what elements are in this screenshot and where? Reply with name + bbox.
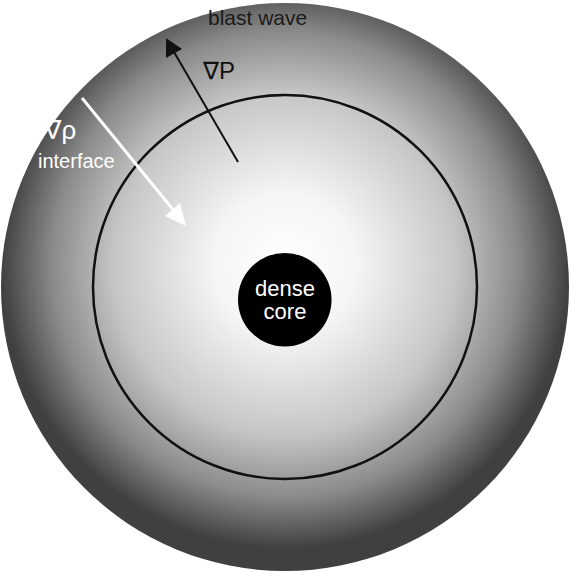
region-label: blast wave xyxy=(208,6,307,29)
core-disc xyxy=(238,253,332,347)
core-circle: dense core xyxy=(238,253,332,347)
shaded-region xyxy=(1,3,569,571)
core-label: dense core xyxy=(249,277,321,323)
interface-circle xyxy=(93,95,477,479)
pressure-arrow xyxy=(174,52,238,162)
gradient-symbol: ∇P xyxy=(203,58,235,84)
region-label: interface xyxy=(38,150,115,172)
arrow-head xyxy=(165,203,186,226)
gradient-symbol: ∇ρ xyxy=(44,116,76,145)
arrow-head xyxy=(166,38,182,58)
